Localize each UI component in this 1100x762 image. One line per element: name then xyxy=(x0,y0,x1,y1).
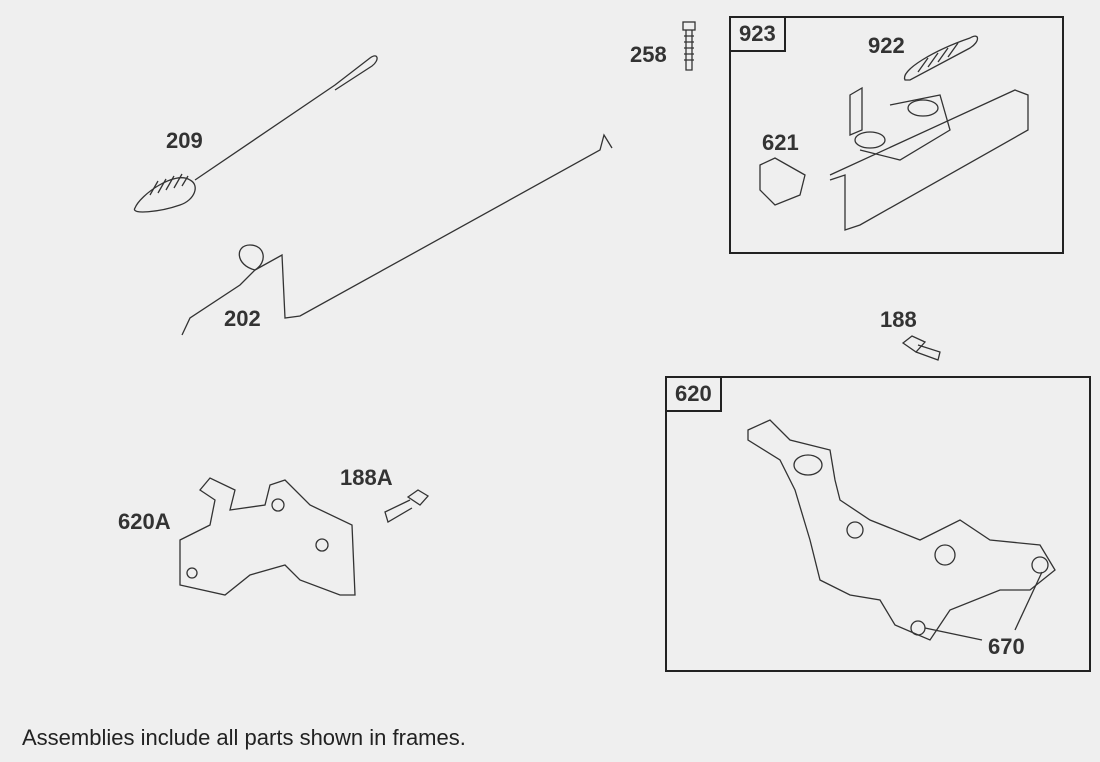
label-620A: 620A xyxy=(118,509,171,534)
part-188-bolt xyxy=(901,335,941,361)
label-258: 258 xyxy=(630,42,667,67)
label-202: 202 xyxy=(224,306,261,331)
part-258-screw xyxy=(682,21,696,71)
part-620-assembly xyxy=(747,419,1056,641)
part-923-assembly xyxy=(759,86,1029,231)
part-202-rod xyxy=(181,133,613,336)
label-188A: 188A xyxy=(340,465,393,490)
part-620A-bracket xyxy=(179,477,356,596)
label-621: 621 xyxy=(762,130,799,155)
frame-923: 923 xyxy=(729,16,1064,254)
label-670: 670 xyxy=(988,634,1025,659)
label-209: 209 xyxy=(166,128,203,153)
footnote: Assemblies include all parts shown in fr… xyxy=(22,725,466,750)
part-188A-bolt xyxy=(384,489,430,523)
label-923: 923 xyxy=(731,18,786,52)
part-209-spring xyxy=(134,55,378,213)
part-922-spring xyxy=(904,35,979,81)
label-922: 922 xyxy=(868,33,905,58)
frame-620: 620 xyxy=(665,376,1091,672)
label-620: 620 xyxy=(667,378,722,412)
label-188: 188 xyxy=(880,307,917,332)
